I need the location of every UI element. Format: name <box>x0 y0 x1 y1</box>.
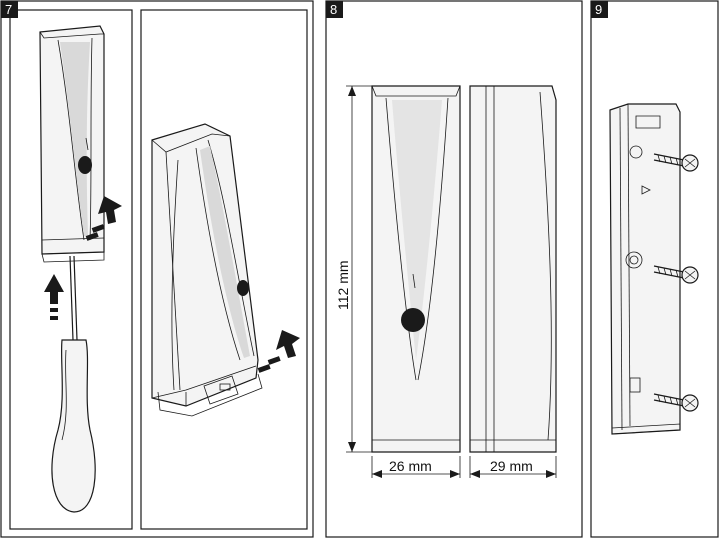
panel-7-number: 7 <box>5 2 12 17</box>
screw-top-icon <box>653 153 699 172</box>
panel-7: 7 <box>0 0 314 538</box>
slide-out-arrow-icon <box>85 196 122 241</box>
panel-7b-frame <box>140 9 308 530</box>
panel-8-number: 8 <box>330 2 337 17</box>
panel-8-number-box <box>326 1 343 18</box>
detector-side-view <box>469 85 557 453</box>
screwdriver-icon <box>51 255 96 513</box>
screw-bottom-icon <box>653 393 699 412</box>
width-label: 26 mm <box>389 458 432 474</box>
mounting-base <box>609 103 681 435</box>
detector-front-view <box>371 85 461 453</box>
height-dimension: 112 mm <box>335 85 372 453</box>
depth-label: 29 mm <box>490 458 533 474</box>
panel-7-frame <box>0 0 314 538</box>
panel-9: 9 <box>590 0 719 538</box>
height-label: 112 mm <box>335 260 351 310</box>
panel-8: 8 112 mm <box>325 0 583 538</box>
screw-middle-icon <box>653 265 699 284</box>
push-up-arrow-icon <box>44 274 64 320</box>
detector-front-7a <box>39 25 105 263</box>
panel-8-frame <box>325 0 583 538</box>
depth-dimension: 29 mm <box>469 456 557 478</box>
width-dimension: 26 mm <box>371 456 461 478</box>
panel-9-frame <box>590 0 719 538</box>
slide-out-arrow-7b-icon <box>257 330 300 373</box>
panel-9-number: 9 <box>595 2 602 17</box>
panel-9-number-box <box>591 1 608 18</box>
detector-isometric-7b <box>151 123 263 417</box>
panel-7a-frame <box>9 9 133 530</box>
